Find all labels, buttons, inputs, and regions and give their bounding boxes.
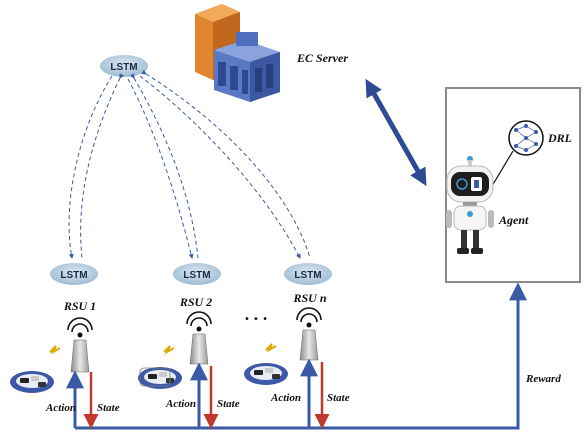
lstm-rsu1-node: LSTM xyxy=(50,263,98,285)
vehicles-cluster-n xyxy=(244,343,288,385)
svg-text:LSTM: LSTM xyxy=(183,270,210,281)
ec-server-label: EC Server xyxy=(296,51,348,65)
state-label-1: State xyxy=(97,402,120,414)
rsu1-label: RSU 1 xyxy=(63,299,96,313)
rsun-tower-icon xyxy=(296,307,322,361)
agent-robot-icon xyxy=(446,156,494,254)
action-label-2: Action xyxy=(165,398,196,410)
ec-server-icon xyxy=(195,4,280,102)
action-label-n: Action xyxy=(270,392,301,404)
action-label-1: Action xyxy=(45,402,76,414)
lstm-top-node: LSTM xyxy=(100,55,148,77)
action-reward-bus xyxy=(66,282,527,430)
rsu1-tower-icon xyxy=(67,317,93,373)
vehicles-cluster-2 xyxy=(138,345,182,389)
rsu2-label: RSU 2 xyxy=(179,295,212,309)
lstm-rsun-node: LSTM xyxy=(284,263,332,285)
drl-label: DRL xyxy=(547,131,572,145)
lstm-top-label: LSTM xyxy=(110,62,137,73)
state-label-2: State xyxy=(217,398,240,410)
state-label-n: State xyxy=(327,392,350,404)
server-agent-link-arrow xyxy=(365,78,427,187)
lstm-dashed-links xyxy=(68,69,311,259)
state-arrows xyxy=(83,362,330,429)
svg-text:LSTM: LSTM xyxy=(60,270,87,281)
reward-label: Reward xyxy=(525,373,561,385)
rsun-label: RSU n xyxy=(292,291,326,305)
ellipsis-dots: • • • xyxy=(244,314,268,325)
rsu2-tower-icon xyxy=(186,311,212,365)
lstm-rsu2-node: LSTM xyxy=(173,263,221,285)
svg-text:LSTM: LSTM xyxy=(294,270,321,281)
drl-neural-network-icon xyxy=(508,120,544,156)
vehicles-cluster-1 xyxy=(10,345,61,393)
agent-label: Agent xyxy=(498,213,529,227)
